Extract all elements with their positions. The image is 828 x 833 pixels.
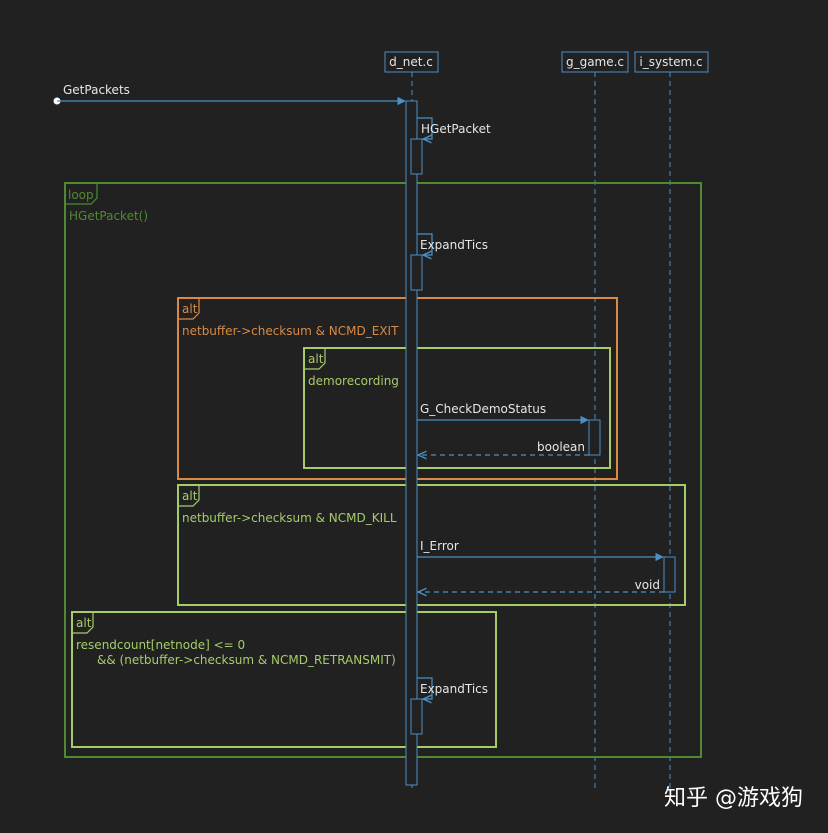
activation-g-game — [588, 419, 601, 456]
message-boolean-return: boolean — [418, 440, 589, 455]
activation-d-net-expandtics-1 — [410, 254, 423, 291]
fragment-alt-demo-keyword: alt — [308, 352, 324, 366]
fragment-alt-kill-keyword: alt — [182, 489, 198, 503]
message-expand-tics-1-label: ExpandTics — [420, 238, 488, 252]
participant-g-game: g_game.c — [561, 51, 629, 73]
message-void-label: void — [635, 578, 660, 592]
participant-d-net-label: d_net.c — [389, 55, 433, 69]
fragment-alt-kill: alt netbuffer->checksum & NCMD_KILL — [177, 484, 686, 606]
activation-d-net-hgetpacket — [410, 138, 423, 175]
fragment-alt-resend-guard-line2: && (netbuffer->checksum & NCMD_RETRANSMI… — [97, 653, 396, 667]
watermark: 知乎 @游戏狗 — [664, 786, 803, 811]
fragment-loop: loop HGetPacket() — [64, 182, 702, 758]
message-i-error: I_Error — [417, 539, 664, 562]
fragment-alt-resend: alt resendcount[netnode] <= 0 && (netbuf… — [71, 611, 497, 748]
fragment-alt-kill-guard: netbuffer->checksum & NCMD_KILL — [182, 511, 397, 525]
message-check-demo-status-label: G_CheckDemoStatus — [420, 402, 546, 416]
fragment-alt-resend-guard-line1: resendcount[netnode] <= 0 — [76, 638, 245, 652]
message-boolean-label: boolean — [537, 440, 585, 454]
fragment-alt-exit: alt netbuffer->checksum & NCMD_EXIT — [177, 297, 618, 480]
participant-i-system: i_system.c — [634, 51, 709, 73]
message-hget-packet-self: HGetPacket — [417, 117, 491, 139]
fragment-loop-guard: HGetPacket() — [69, 209, 148, 223]
fragment-alt-demo: alt demorecording — [303, 347, 611, 469]
message-expand-tics-2-self: ExpandTics — [417, 677, 488, 699]
fragment-alt-resend-keyword: alt — [76, 616, 92, 630]
participant-g-game-label: g_game.c — [566, 55, 624, 69]
message-check-demo-status: G_CheckDemoStatus — [417, 402, 589, 425]
fragment-alt-exit-keyword: alt — [182, 302, 198, 316]
message-void-return: void — [418, 578, 664, 592]
message-get-packets: GetPackets — [53, 83, 406, 106]
message-i-error-label: I_Error — [420, 539, 459, 553]
activation-i-system — [663, 556, 676, 593]
fragment-alt-demo-guard: demorecording — [308, 374, 399, 388]
message-expand-tics-2-label: ExpandTics — [420, 682, 488, 696]
activation-d-net-expandtics-2 — [410, 698, 423, 735]
message-hget-packet-label: HGetPacket — [421, 122, 491, 136]
fragment-alt-exit-guard: netbuffer->checksum & NCMD_EXIT — [182, 324, 399, 338]
activation-d-net-main — [405, 100, 418, 786]
fragment-loop-keyword: loop — [68, 188, 94, 202]
message-get-packets-label: GetPackets — [63, 83, 130, 97]
participant-i-system-label: i_system.c — [639, 55, 702, 69]
participant-d-net: d_net.c — [384, 51, 439, 73]
message-expand-tics-1-self: ExpandTics — [417, 233, 488, 255]
